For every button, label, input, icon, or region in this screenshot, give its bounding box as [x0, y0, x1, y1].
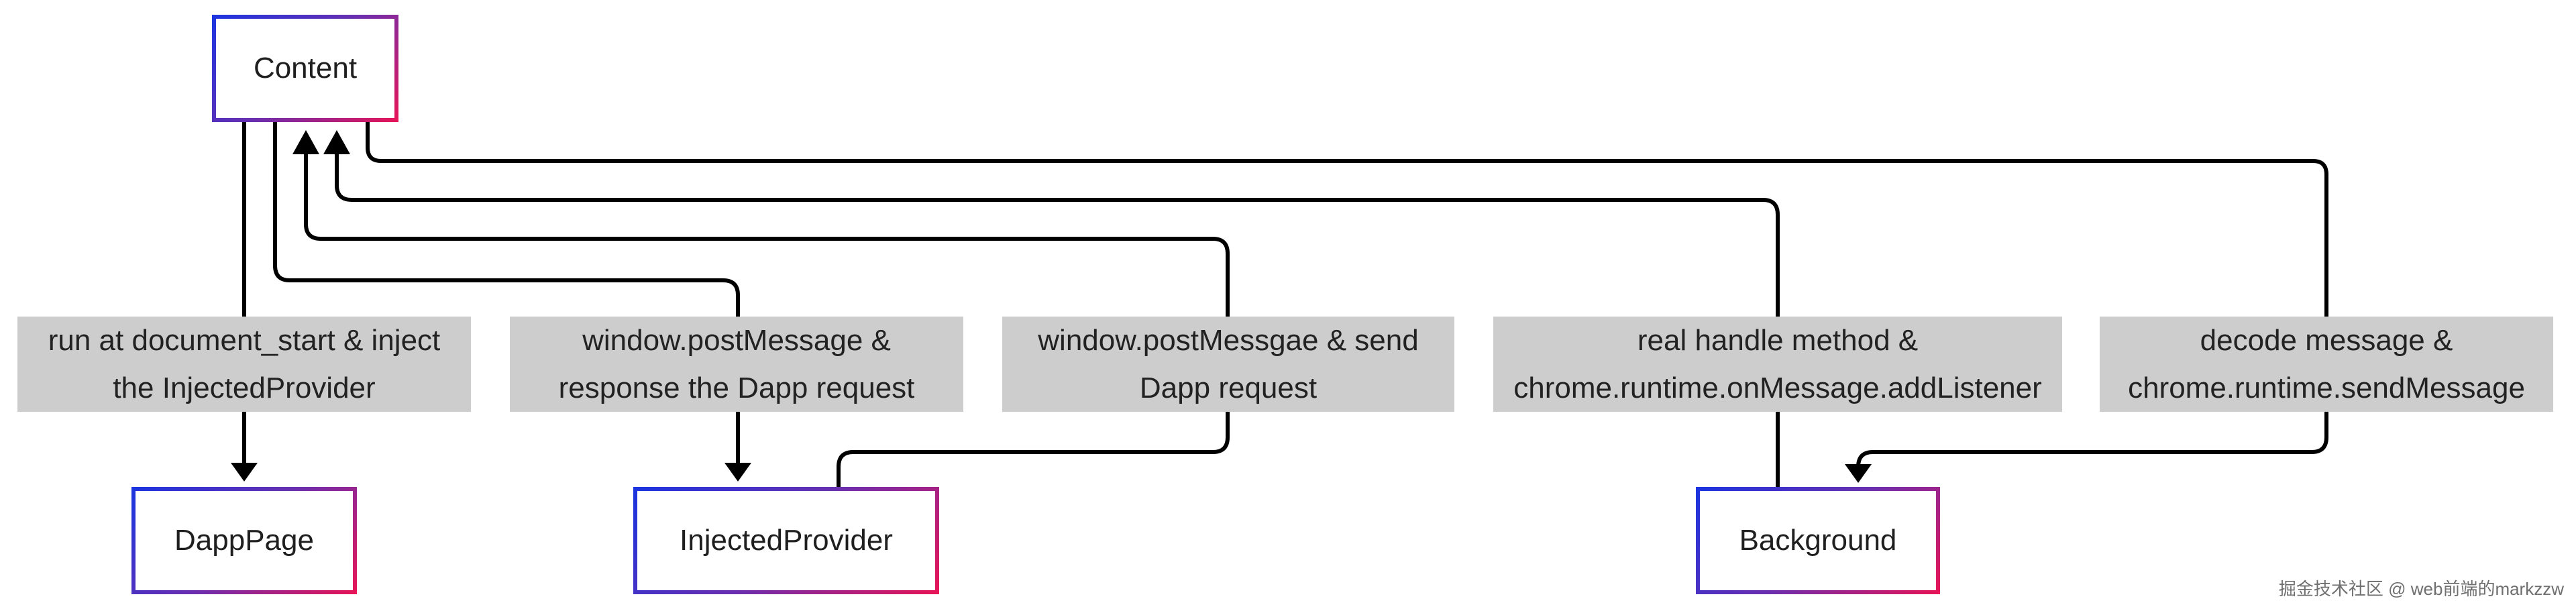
arrowhead-from-injectedprovider	[292, 130, 319, 154]
edge-label-real-handle-line2: chrome.runtime.onMessage.addListener	[1513, 372, 2042, 404]
node-dapppage: DappPage	[131, 487, 357, 594]
node-background-label: Background	[1739, 524, 1897, 557]
edge-content-to-background	[366, 119, 2328, 471]
edge-label-inject-line1: run at document_start & inject	[48, 324, 441, 357]
edge-label-inject: run at document_start & inject the Injec…	[17, 317, 471, 412]
node-dapppage-label: DappPage	[174, 524, 314, 557]
node-content-label: Content	[253, 52, 358, 85]
arrowhead-to-injectedprovider	[724, 463, 751, 482]
node-content: Content	[212, 15, 398, 122]
edge-label-postmessage-send: window.postMessgae & send Dapp request	[1002, 317, 1454, 412]
arrowhead-to-background	[1845, 464, 1872, 483]
arrowhead-to-dapppage	[231, 463, 258, 482]
edge-label-postmessage-response-line2: response the Dapp request	[558, 372, 915, 404]
edge-label-postmessage-send-line1: window.postMessgae & send	[1038, 324, 1419, 357]
node-injectedprovider: InjectedProvider	[633, 487, 939, 594]
edge-background-to-content	[335, 152, 1780, 490]
node-injectedprovider-label: InjectedProvider	[680, 524, 893, 557]
edge-label-real-handle-line1: real handle method &	[1637, 324, 1919, 357]
edge-label-postmessage-send-line2: Dapp request	[1139, 372, 1318, 404]
edge-label-postmessage-response-line1: window.postMessage &	[582, 324, 891, 357]
edge-label-decode-message-line1: decode message &	[2200, 324, 2453, 357]
arrowhead-from-background	[323, 130, 350, 154]
edge-label-inject-line2: the InjectedProvider	[113, 372, 376, 404]
edge-label-decode-message-line2: chrome.runtime.sendMessage	[2128, 372, 2525, 404]
node-background: Background	[1696, 487, 1940, 594]
watermark: 掘金技术社区 @ web前端的markzzw	[2278, 579, 2564, 599]
edge-content-to-injectedprovider	[273, 119, 740, 465]
edge-label-postmessage-response: window.postMessage & response the Dapp r…	[510, 317, 963, 412]
edge-label-decode-message: decode message & chrome.runtime.sendMess…	[2100, 317, 2553, 412]
edge-label-real-handle: real handle method & chrome.runtime.onMe…	[1493, 317, 2062, 412]
